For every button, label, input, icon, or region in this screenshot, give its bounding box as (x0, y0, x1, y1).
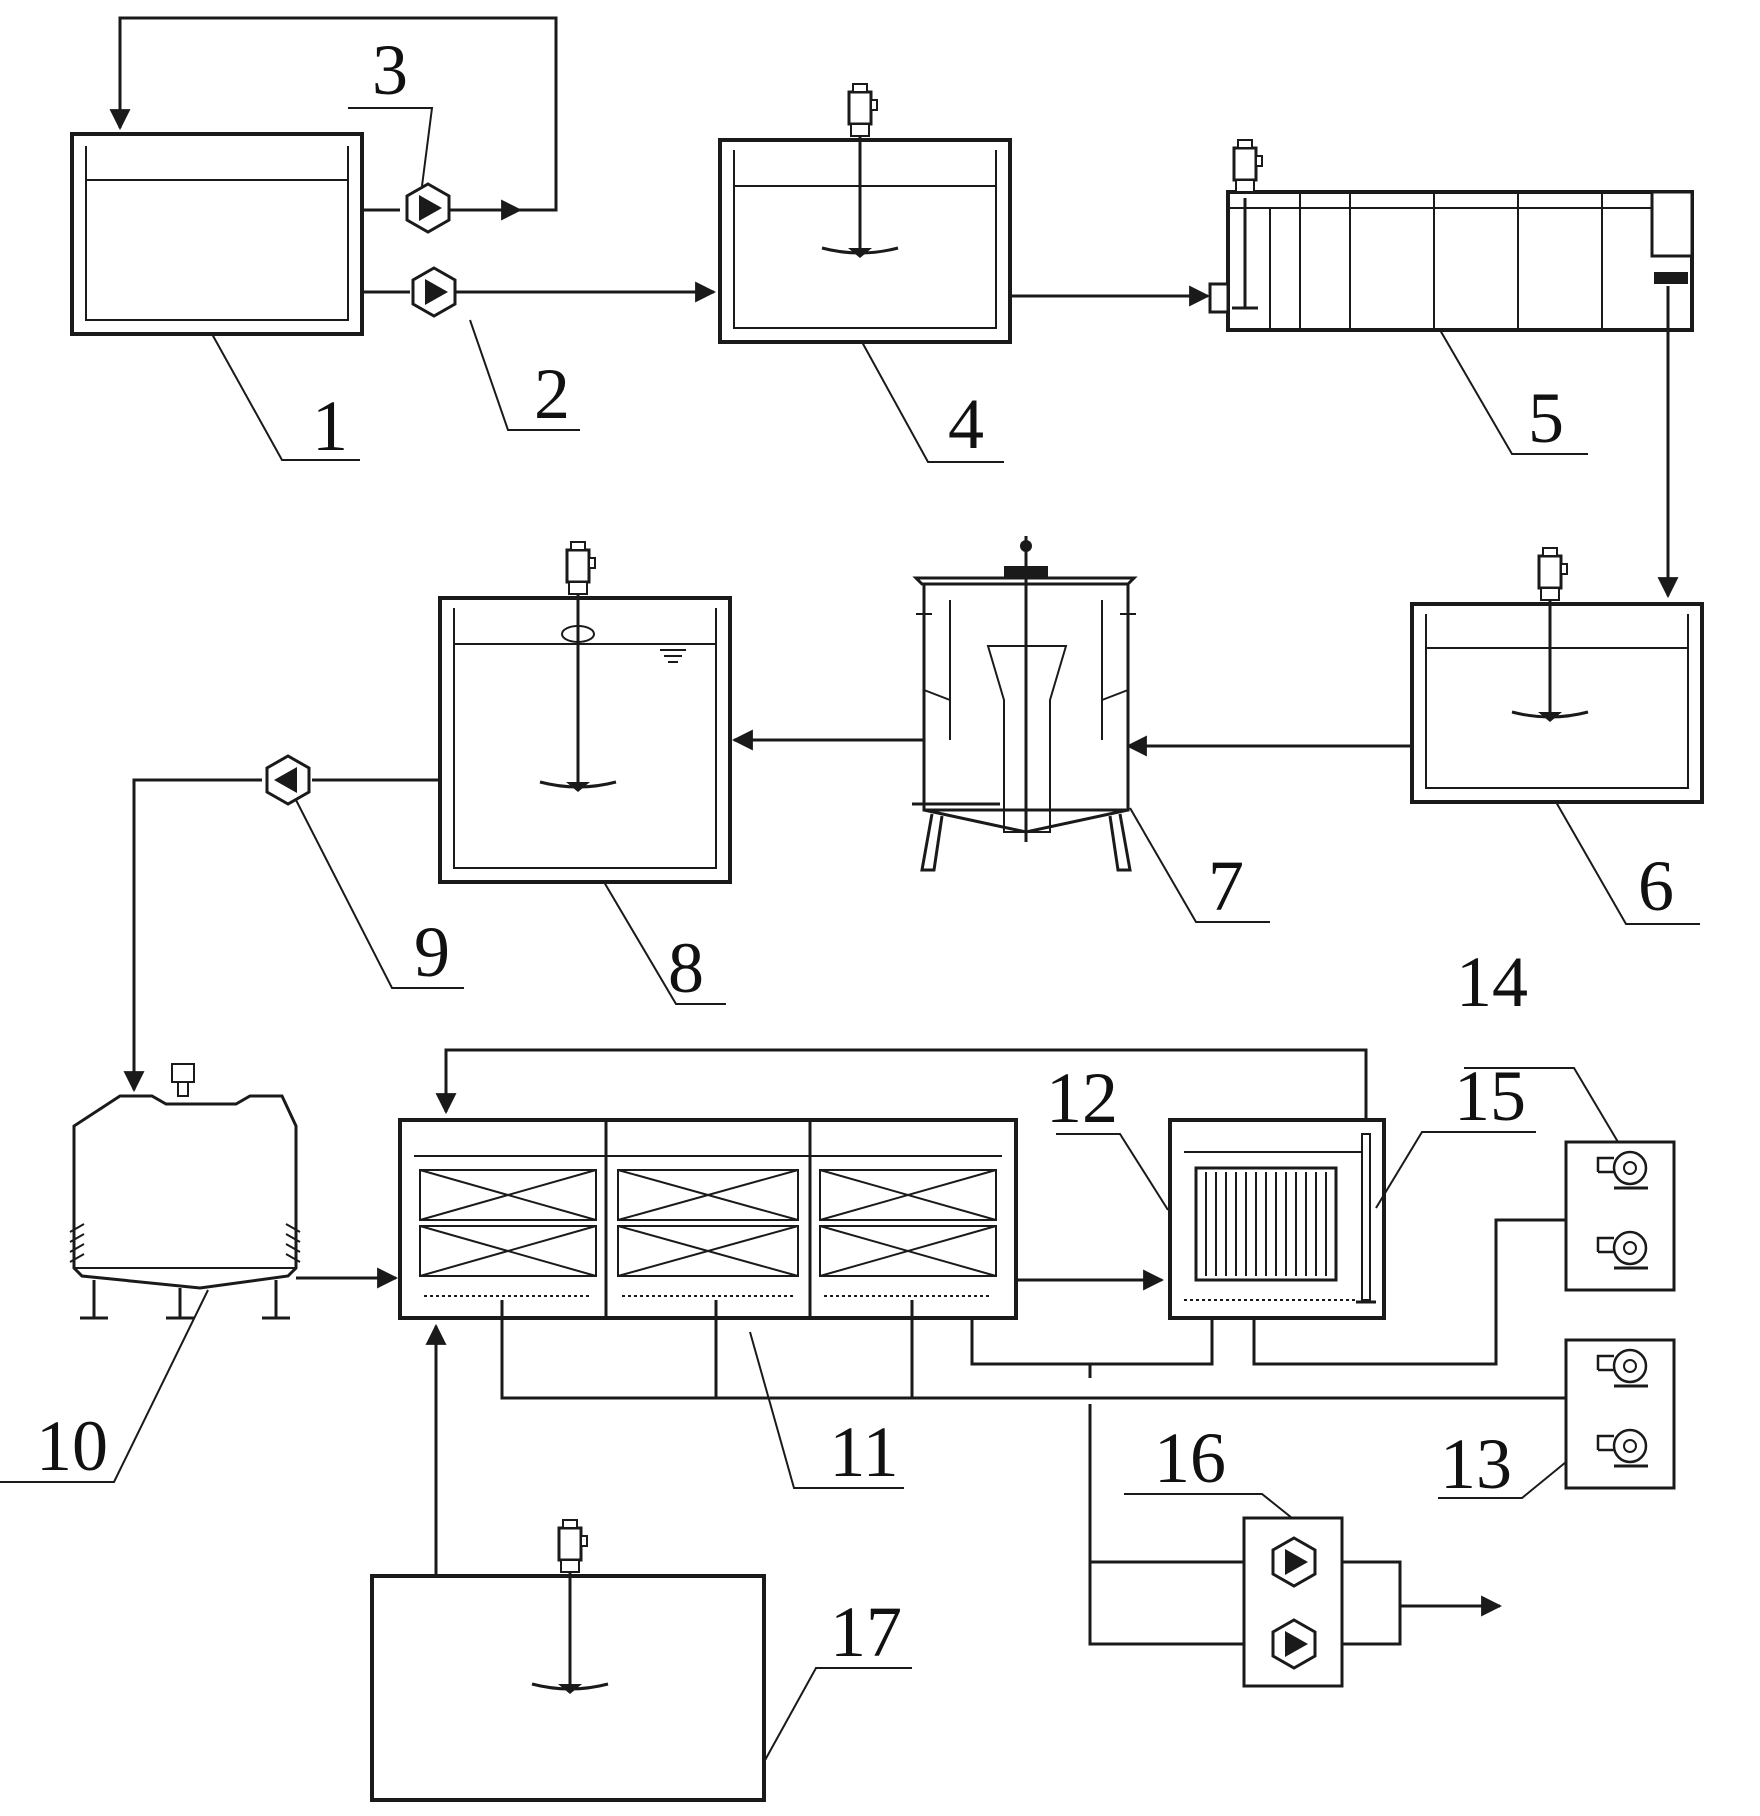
agitator-4-icon (847, 82, 879, 138)
agitator-8-icon (565, 540, 597, 596)
unit-1-tank (70, 132, 364, 336)
label-10: 10 (36, 1406, 108, 1486)
agitator-17-icon (557, 1518, 589, 1574)
unit-4-tank (718, 136, 1012, 344)
unit-11-reactor (398, 1118, 1018, 1320)
leader-lines (0, 107, 1700, 1763)
pump-3-icon (405, 182, 451, 234)
label-1: 1 (312, 386, 348, 466)
label-11: 11 (829, 1412, 898, 1492)
unit-7-vessel (912, 536, 1138, 872)
label-3: 3 (372, 30, 408, 110)
label-12: 12 (1046, 1058, 1118, 1138)
number-labels: 1 2 3 4 5 6 7 8 9 10 11 12 13 14 15 16 1… (36, 30, 1674, 1672)
label-4: 4 (948, 384, 984, 464)
unit-5-channel (1208, 190, 1694, 332)
label-8: 8 (668, 928, 704, 1008)
unit-12-membrane-tank (1168, 1118, 1386, 1320)
label-16: 16 (1154, 1418, 1226, 1498)
label-13: 13 (1440, 1424, 1512, 1504)
label-6: 6 (1638, 846, 1674, 926)
agitator-6-icon (1537, 546, 1569, 602)
pump-icon (1271, 1536, 1317, 1588)
outlet-pipes (1088, 1404, 1503, 1646)
pump-9-icon (265, 754, 311, 806)
label-2: 2 (534, 354, 570, 434)
unit-17-tank (370, 1572, 766, 1802)
return-pipe-12-11 (435, 1048, 1368, 1152)
air-pipes (500, 1218, 1566, 1400)
label-15: 15 (1454, 1056, 1526, 1136)
label-17: 17 (830, 1592, 902, 1672)
unit-14-blowers (1564, 1140, 1676, 1292)
label-9: 9 (414, 912, 450, 992)
unit-6-tank (1410, 600, 1704, 804)
label-14: 14 (1456, 942, 1528, 1022)
label-7: 7 (1208, 846, 1244, 926)
pipe-8-10 (123, 778, 440, 1093)
pump-icon (1271, 1618, 1317, 1670)
unit-10-vessel (69, 1063, 301, 1320)
unit-8-tank (438, 594, 732, 884)
label-5: 5 (1528, 378, 1564, 458)
pump-2-icon (411, 266, 457, 318)
agitator-5-icon (1232, 138, 1264, 194)
